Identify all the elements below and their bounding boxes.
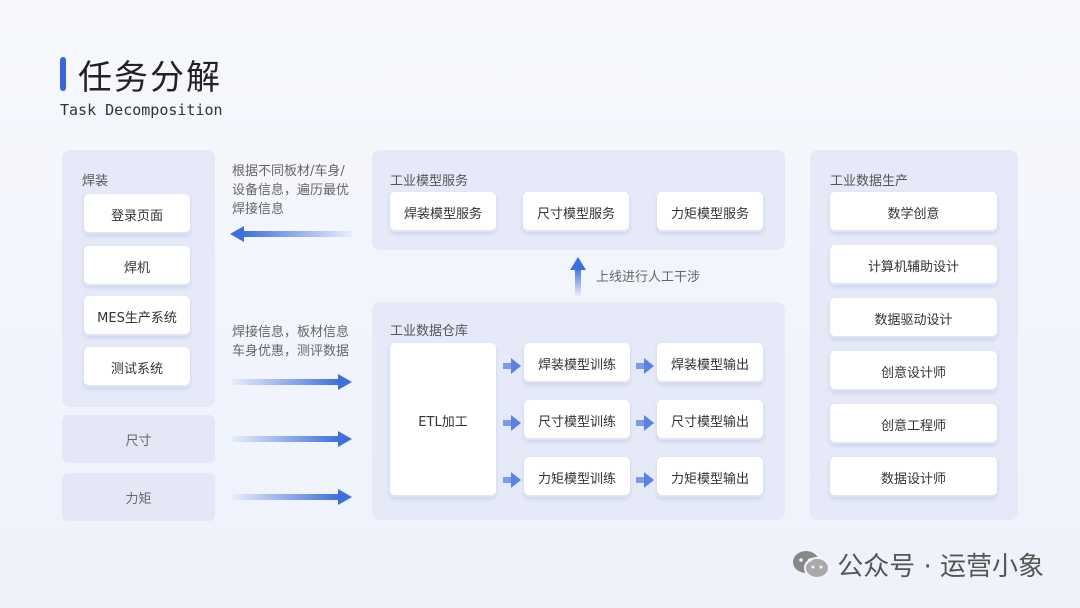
chevron-right-icon-5 xyxy=(636,415,654,431)
note-top: 根据不同板材/车身/ 设备信息，遍历最优 焊接信息 xyxy=(232,162,349,219)
train-welding-model[interactable]: 焊装模型训练 xyxy=(524,343,630,383)
output-torque-model[interactable]: 力矩模型输出 xyxy=(657,457,763,497)
chevron-right-icon-1 xyxy=(503,358,521,374)
left-item-welder[interactable]: 焊机 xyxy=(84,246,190,286)
intervention-label: 上线进行人工干涉 xyxy=(596,270,701,285)
right-panel-label: 工业数据生产 xyxy=(830,174,909,189)
chevron-right-icon-6 xyxy=(636,472,654,488)
right-item-cad[interactable]: 计算机辅助设计 xyxy=(830,245,997,285)
wechat-icon xyxy=(793,550,831,579)
right-item-math-creativity[interactable]: 数学创意 xyxy=(830,192,997,232)
page-title: 任务分解 xyxy=(78,58,222,98)
arrow-right-icon-2 xyxy=(232,431,352,447)
note-top-line-1: 根据不同板材/车身/ xyxy=(232,164,345,179)
note-top-line-2: 设备信息，遍历最优 xyxy=(232,183,350,198)
left-tab-size[interactable]: 尺寸 xyxy=(62,415,215,463)
service-size-model[interactable]: 尺寸模型服务 xyxy=(523,192,629,232)
service-welding-model[interactable]: 焊装模型服务 xyxy=(390,192,496,232)
service-torque-model[interactable]: 力矩模型服务 xyxy=(657,192,763,232)
note-top-line-3: 焊接信息 xyxy=(232,202,285,217)
chevron-right-icon-4 xyxy=(636,358,654,374)
service-panel-label: 工业模型服务 xyxy=(390,174,469,189)
chevron-right-icon-2 xyxy=(503,415,521,431)
left-item-test-system[interactable]: 测试系统 xyxy=(84,347,190,387)
watermark: 公众号 · 运营小象 xyxy=(791,546,1044,583)
right-item-data-driven-design[interactable]: 数据驱动设计 xyxy=(830,298,997,338)
right-item-data-designer[interactable]: 数据设计师 xyxy=(830,457,997,497)
note-bottom-line-1: 焊接信息，板材信息 xyxy=(232,325,350,340)
page-subtitle: Task Decomposition xyxy=(60,101,223,119)
right-item-creative-engineer[interactable]: 创意工程师 xyxy=(830,404,997,444)
note-bottom-line-2: 车身优惠，测评数据 xyxy=(232,344,350,359)
etl-processing[interactable]: ETL加工 xyxy=(390,343,496,497)
warehouse-panel-label: 工业数据仓库 xyxy=(390,324,469,339)
train-torque-model[interactable]: 力矩模型训练 xyxy=(524,457,630,497)
output-welding-model[interactable]: 焊装模型输出 xyxy=(657,343,763,383)
right-item-creative-designer[interactable]: 创意设计师 xyxy=(830,351,997,391)
watermark-text: 公众号 · 运营小象 xyxy=(837,552,1044,582)
title-accent-bar xyxy=(60,57,66,91)
note-bottom: 焊接信息，板材信息 车身优惠，测评数据 xyxy=(232,323,349,361)
output-size-model[interactable]: 尺寸模型输出 xyxy=(657,400,763,440)
arrow-left-icon xyxy=(230,226,352,242)
left-panel-label: 焊装 xyxy=(82,174,109,189)
left-item-mes-system[interactable]: MES生产系统 xyxy=(84,296,190,336)
chevron-right-icon-3 xyxy=(503,472,521,488)
arrow-right-icon-1 xyxy=(232,374,352,390)
arrow-up-icon xyxy=(570,257,586,296)
left-tab-torque[interactable]: 力矩 xyxy=(62,473,215,521)
left-item-login-page[interactable]: 登录页面 xyxy=(84,194,190,234)
arrow-right-icon-3 xyxy=(232,489,352,505)
train-size-model[interactable]: 尺寸模型训练 xyxy=(524,400,630,440)
